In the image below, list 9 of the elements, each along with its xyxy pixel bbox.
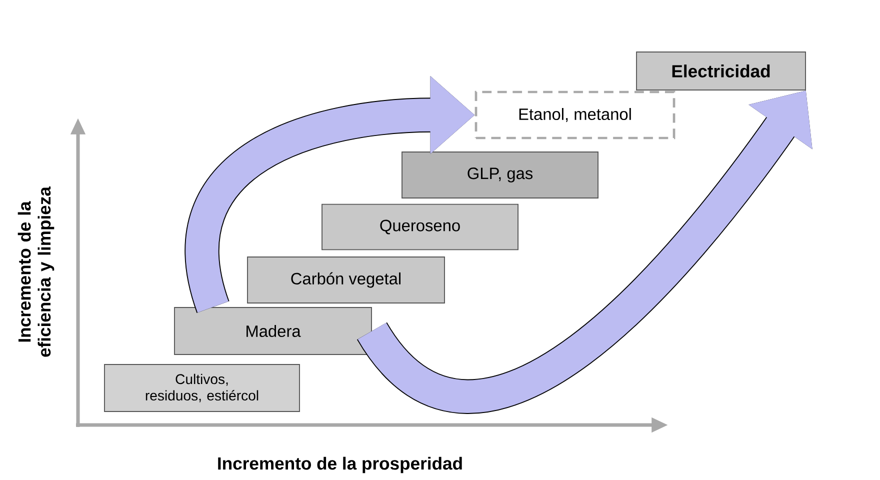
- fuel-box: Carbón vegetal: [247, 256, 445, 304]
- axis-title: Incremento de la prosperidad: [218, 456, 462, 474]
- fuel-box: Madera: [174, 307, 372, 355]
- fuel-box: GLP, gas: [402, 152, 598, 198]
- axis-title: Incremento de la eficiencia y limpieza: [18, 186, 54, 357]
- fuel-box: Cultivos, residuos, estiércol: [104, 364, 300, 412]
- energy-box: Electricidad: [636, 52, 806, 90]
- fuel-box: Etanol, metanol: [474, 90, 676, 140]
- fuel-box: Queroseno: [322, 204, 518, 250]
